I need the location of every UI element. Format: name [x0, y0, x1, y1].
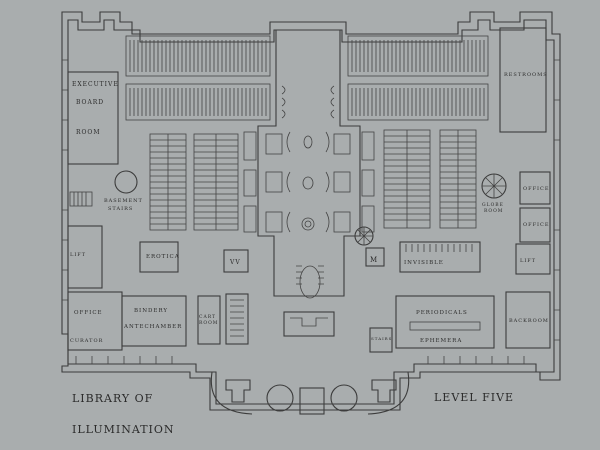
- svg-text:OFFICE: OFFICE: [523, 222, 550, 228]
- svg-text:STAIRS: STAIRS: [371, 336, 392, 341]
- svg-text:STAIRS: STAIRS: [108, 206, 133, 212]
- svg-text:INVISIBLE: INVISIBLE: [404, 260, 444, 266]
- svg-text:ROOM: ROOM: [199, 320, 218, 326]
- svg-text:BASEMENT: BASEMENT: [104, 198, 143, 204]
- svg-text:RESTROOMS: RESTROOMS: [504, 72, 548, 78]
- central-hall: [257, 29, 361, 297]
- stack-shelves-right: [361, 129, 477, 233]
- svg-text:LIFT: LIFT: [70, 252, 86, 258]
- stack-shelves-top-right: [347, 35, 489, 121]
- right-rooms: RESTROOMS GLOBE ROOM OFFICE OFFICE LIFT …: [354, 27, 551, 353]
- svg-text:LIFT: LIFT: [520, 258, 536, 264]
- svg-text:ROOM: ROOM: [484, 208, 503, 214]
- svg-text:BACKROOM: BACKROOM: [509, 318, 549, 324]
- svg-text:ANTECHAMBER: ANTECHAMBER: [123, 324, 182, 330]
- svg-text:BINDERY: BINDERY: [134, 308, 168, 314]
- stack-shelves-left: [149, 131, 257, 233]
- executive-board-room: EXECUTIVE BOARD ROOM: [67, 71, 119, 165]
- svg-text:OFFICE: OFFICE: [523, 186, 550, 192]
- stack-shelves-top-left: [125, 35, 271, 121]
- entrance-wing: [210, 311, 410, 415]
- svg-text:GLOBE: GLOBE: [482, 202, 504, 208]
- svg-text:VV: VV: [229, 259, 241, 266]
- svg-text:BOARD: BOARD: [76, 99, 104, 106]
- plan-title-line-2: ILLUMINATION: [72, 423, 175, 436]
- svg-text:EPHEMERA: EPHEMERA: [420, 338, 462, 344]
- wall-crenellations: [62, 59, 560, 364]
- basement-stairs: BASEMENT STAIRS: [69, 170, 143, 212]
- svg-text:M: M: [370, 256, 378, 264]
- svg-text:CART: CART: [199, 314, 216, 320]
- level-label: LEVEL FIVE: [434, 391, 514, 404]
- plan-title-line-1: LIBRARY OF: [72, 392, 153, 405]
- outer-walls: [61, 11, 561, 411]
- left-rooms: LIFT EROTICA VV OFFICE CURATOR BINDERY A…: [67, 225, 249, 351]
- svg-text:EXECUTIVE: EXECUTIVE: [72, 81, 119, 88]
- plan-title-block: LIBRARY OF ILLUMINATION LEVEL FIVE: [72, 391, 514, 436]
- svg-text:OFFICE: OFFICE: [74, 310, 103, 316]
- svg-text:PERIODICALS: PERIODICALS: [416, 310, 468, 316]
- svg-text:EROTICA: EROTICA: [146, 254, 180, 260]
- svg-text:CURATOR: CURATOR: [70, 338, 103, 344]
- svg-text:ROOM: ROOM: [76, 129, 101, 136]
- reading-tables: [265, 131, 351, 299]
